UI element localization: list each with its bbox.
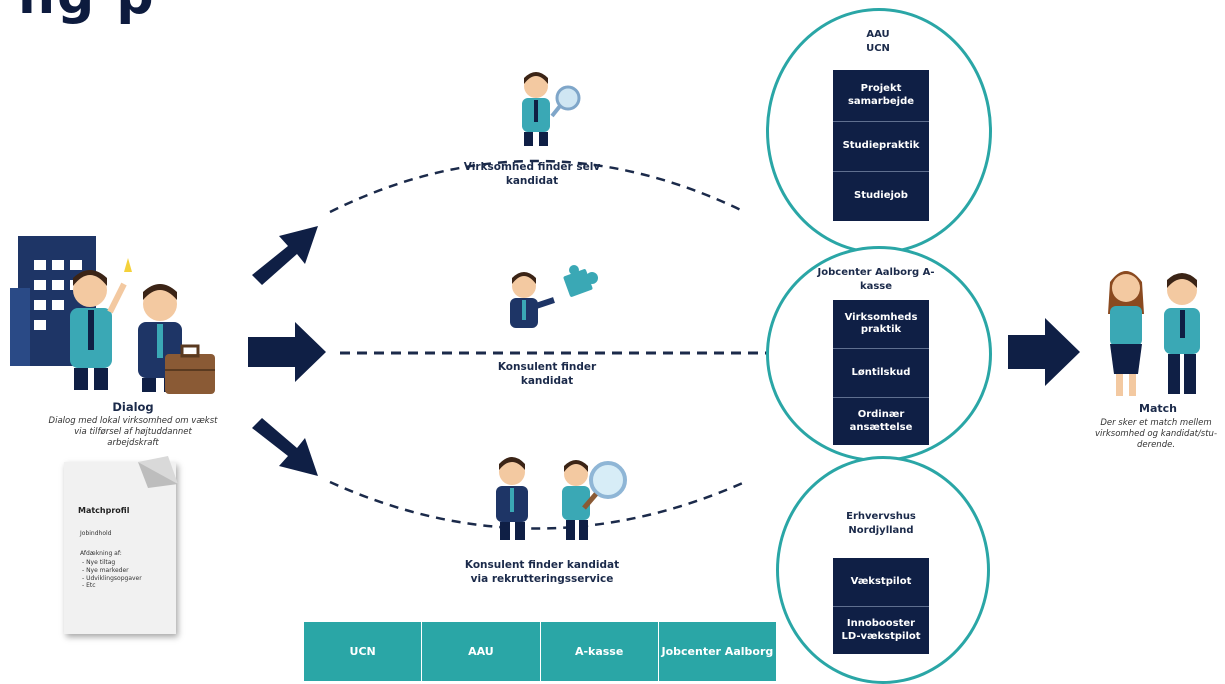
circle-mid-stack: Virksomheds praktik Løntilskud Ordinær a… — [833, 300, 929, 445]
box-studiejob: Studiejob — [833, 171, 929, 221]
page-curl-icon — [138, 456, 178, 488]
matchprofil-document: Matchprofil Jobindhold Afdækning af: - N… — [64, 456, 178, 634]
dialog-subtitle: Dialog med lokal virksomhed om vækst via… — [48, 416, 218, 449]
box-vaekstpilot: Vækstpilot — [833, 558, 929, 606]
matchprofil-bullet: - Udviklingsopgaver — [82, 574, 142, 582]
circle-bottom-stack: Vækstpilot Innobooster LD-vækstpilot — [833, 558, 929, 654]
arrow-right-match — [1008, 318, 1080, 386]
matchprofil-line-jobindhold: Jobindhold — [80, 530, 112, 537]
man-icon — [1164, 273, 1200, 394]
page-title-fragment: ng p — [18, 0, 156, 26]
matchprofil-bullet: - Etc — [82, 582, 96, 590]
partner-cell-aau: AAU — [422, 622, 541, 681]
matchprofil-title: Matchprofil — [78, 506, 130, 515]
match-illustration — [1108, 271, 1200, 396]
box-ordinaer-ansaettelse: Ordinær ansættelse — [833, 397, 929, 445]
box-projekt-samarbejde: Projekt samarbejde — [833, 70, 929, 121]
box-virksomheds-praktik: Virksomheds praktik — [833, 300, 929, 348]
matchprofil-bullet: - Nye markeder — [82, 566, 129, 574]
man-with-puzzle-icon — [510, 265, 598, 328]
top-dashed-arc — [329, 159, 746, 214]
match-title: Match — [1139, 402, 1177, 415]
matchprofil-line-afdaekning: Afdækning af: — [80, 550, 122, 557]
man-with-magnifier-icon — [522, 72, 581, 146]
circle-mid-heading: Jobcenter Aalborg A-kasse — [817, 267, 935, 292]
top-path-label: Virksomhed finder selv kandidat — [463, 161, 601, 188]
match-subtitle: Der sker et match mellem virksomhed og k… — [1094, 418, 1218, 451]
partner-bar: UCN AAU A-kasse Jobcenter Aalborg — [304, 622, 776, 681]
dialog-illustration — [10, 236, 215, 394]
dialog-title: Dialog — [112, 400, 154, 414]
partner-cell-a-kasse: A-kasse — [540, 622, 659, 681]
puzzle-piece-icon — [563, 265, 598, 297]
circle-top-heading: AAU UCN — [866, 29, 890, 54]
arrow-down-right — [252, 418, 318, 476]
circle-top-stack: Projekt samarbejde Studiepraktik Studiej… — [833, 70, 929, 221]
two-men-magnifier-icon — [496, 457, 627, 540]
arrow-up-right — [252, 226, 318, 285]
briefcase-icon — [165, 344, 215, 394]
partner-cell-jobcenter: Jobcenter Aalborg — [658, 622, 776, 681]
partner-cell-ucn: UCN — [304, 622, 423, 681]
matchprofil-bullets: - Nye tiltag - Nye markeder - Udviklings… — [82, 559, 142, 590]
box-lontilskud: Løntilskud — [833, 348, 929, 397]
woman-icon — [1108, 271, 1144, 396]
bottom-path-label: Konsulent finder kandidat via rekrutteri… — [464, 559, 620, 586]
middle-path-label: Konsulent finder kandidat — [497, 361, 597, 388]
bottom-dashed-arc — [329, 480, 746, 530]
box-studiepraktik: Studiepraktik — [833, 121, 929, 171]
arrow-right-middle — [248, 322, 326, 382]
man-with-idea-icon — [70, 258, 132, 390]
box-innobooster: Innobooster LD-vækstpilot — [833, 606, 929, 654]
circle-bottom-heading: Erhvervshus Nordjylland — [846, 511, 916, 536]
matchprofil-bullet: - Nye tiltag — [82, 559, 116, 566]
